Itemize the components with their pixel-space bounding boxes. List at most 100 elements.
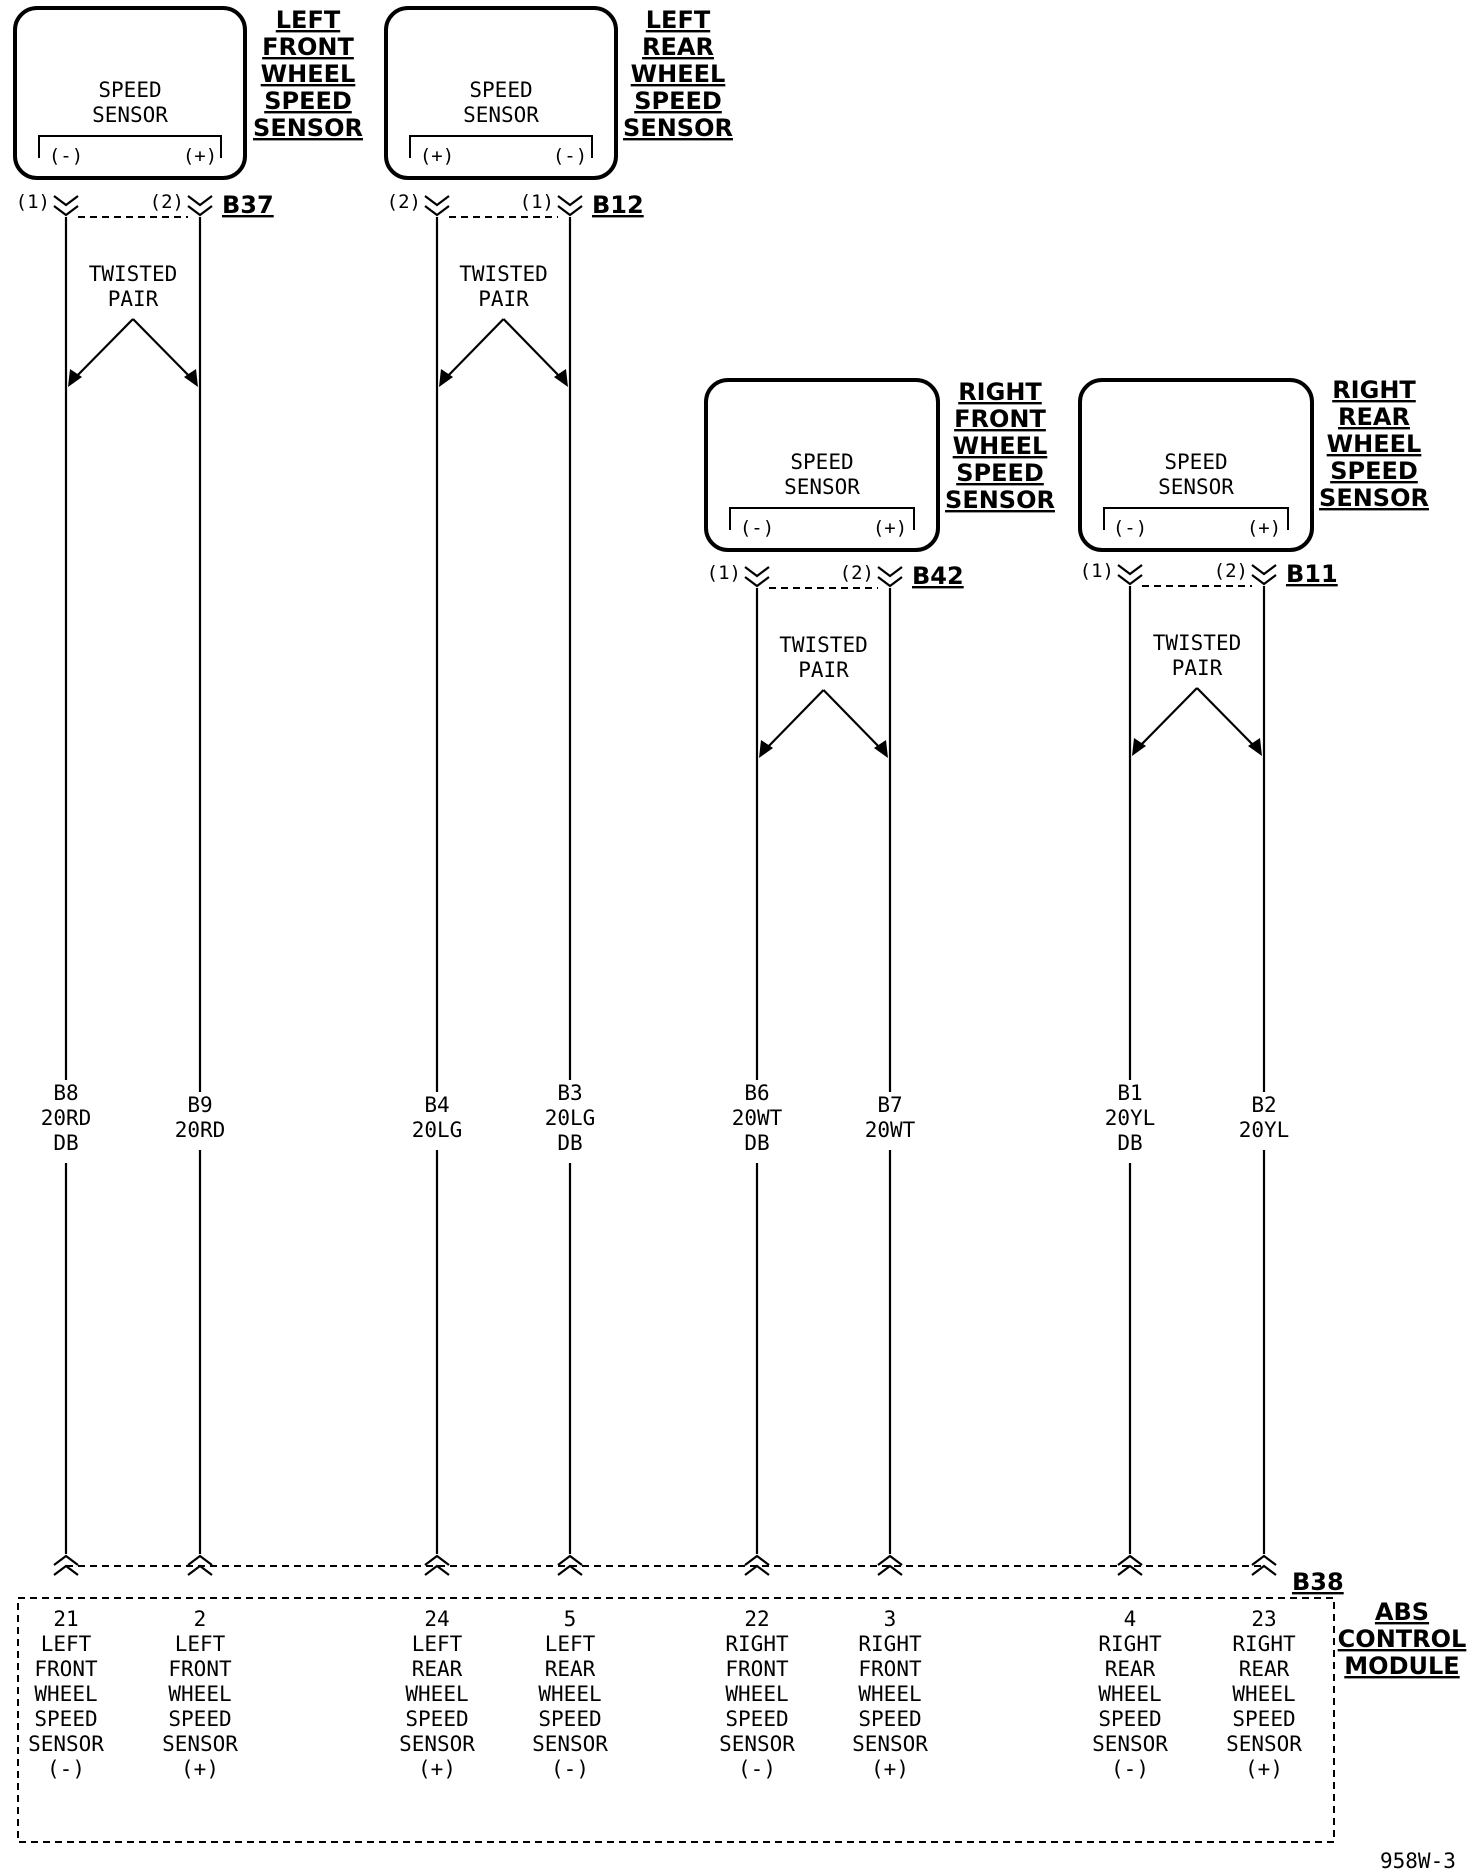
sensor-body-line: SENSOR	[92, 103, 168, 127]
sensor-title-line: RIGHT	[1332, 376, 1416, 404]
module-pin-label-line: WHEEL	[168, 1682, 231, 1706]
wire-label-line: 20RD	[175, 1118, 226, 1142]
connector-chevron	[424, 195, 450, 217]
module-pin-label-line: SPEED	[725, 1707, 788, 1731]
module-pin-number: 22	[744, 1607, 769, 1631]
sensor-title-line: WHEEL	[953, 432, 1048, 460]
wire-label-gap	[168, 1092, 232, 1150]
module-pin-label-line: SPEED	[34, 1707, 97, 1731]
module-pin-label-line: WHEEL	[34, 1682, 97, 1706]
module-pin-label-line: SENSOR	[399, 1732, 475, 1756]
module-pin-label-line: FRONT	[34, 1657, 98, 1681]
sensor-title-line: SPEED	[264, 87, 352, 115]
module-pin-label-line: WHEEL	[1232, 1682, 1295, 1706]
module-pin-label-line: (-)	[47, 1757, 85, 1781]
module-connector-id: B38	[1292, 1568, 1344, 1596]
terminal-right-label: (+)	[183, 145, 217, 167]
sensors-layer: SPEEDSENSOR(-)(+)(1)(2)B37LEFTFRONTWHEEL…	[13, 6, 1429, 590]
pin-label-right: (2)	[150, 191, 184, 213]
module-pin-chevron	[187, 1554, 213, 1576]
arrowhead	[1132, 738, 1146, 756]
sensor-title-line: FRONT	[954, 405, 1046, 433]
figure-id: 958W-3	[1380, 1849, 1456, 1873]
wire-label-line: 20RD	[41, 1106, 92, 1130]
module-pin-chevron	[877, 1554, 903, 1576]
connector-chevron	[187, 195, 213, 217]
twisted-pair-arrow	[1196, 687, 1259, 751]
twisted-pair-label: PAIR	[478, 287, 529, 311]
terminal-right-label: (+)	[1247, 517, 1281, 539]
wire-label-gap	[1098, 1080, 1162, 1163]
wires-layer: TWISTEDPAIRTWISTEDPAIRTWISTEDPAIRTWISTED…	[34, 217, 1296, 1554]
twisted-pair-arrow	[1135, 687, 1198, 751]
module-pin-label-line: FRONT	[725, 1657, 789, 1681]
connector-chevron	[557, 195, 583, 217]
module-pin-chevron	[1117, 1554, 1143, 1576]
connector-id: B37	[222, 191, 274, 219]
sensor-title-line: SENSOR	[253, 114, 363, 142]
module-pin-label-line: SPEED	[1232, 1707, 1295, 1731]
wire-label-line: B2	[1251, 1093, 1276, 1117]
pin-label-right: (2)	[1214, 560, 1248, 582]
module-pin-number: 5	[564, 1607, 577, 1631]
sensor-rf: SPEEDSENSOR(-)(+)(1)(2)B42RIGHTFRONTWHEE…	[704, 378, 1055, 590]
twisted-pair-label: PAIR	[798, 658, 849, 682]
sensor-lr: SPEEDSENSOR(+)(-)(2)(1)B12LEFTREARWHEELS…	[384, 6, 733, 219]
module-pin-label-line: (-)	[551, 1757, 589, 1781]
wire-label-gap	[405, 1092, 469, 1150]
wire-label-line: B3	[557, 1081, 582, 1105]
pin-label-right: (2)	[840, 562, 874, 584]
module-pin-label-line: WHEEL	[725, 1682, 788, 1706]
module-pin-number: 24	[424, 1607, 449, 1631]
terminal-right-label: (-)	[553, 145, 587, 167]
twisted-pair-arrow	[442, 318, 505, 382]
sensor-title-line: SENSOR	[945, 486, 1055, 514]
wire-label-line: B4	[424, 1093, 449, 1117]
connector-chevron	[877, 566, 903, 588]
module-pin-label-line: RIGHT	[1232, 1632, 1296, 1656]
module-title-line: MODULE	[1344, 1652, 1459, 1680]
module-pin-label-line: (+)	[1245, 1757, 1283, 1781]
terminal-left-label: (-)	[1113, 517, 1147, 539]
arrowhead	[874, 740, 888, 758]
module-pin-label-line: WHEEL	[405, 1682, 468, 1706]
connector-chevron	[53, 195, 79, 217]
wire-label-line: B6	[744, 1081, 769, 1105]
twisted-pair-label: PAIR	[1172, 656, 1223, 680]
module-pin-label-line: REAR	[1105, 1657, 1156, 1681]
sensor-title-line: SPEED	[956, 459, 1044, 487]
module-pin-label-line: (+)	[418, 1757, 456, 1781]
module-pin-label-line: LEFT	[412, 1632, 463, 1656]
module-pin-label-line: (-)	[738, 1757, 776, 1781]
sensor-title-line: FRONT	[262, 33, 354, 61]
sensor-body-line: SPEED	[790, 450, 853, 474]
module-pin-label-line: SPEED	[858, 1707, 921, 1731]
connector-chevron	[744, 566, 770, 588]
terminal-right-label: (+)	[873, 517, 907, 539]
module-pin-number: 2	[194, 1607, 207, 1631]
twisted-pair-label: TWISTED	[1153, 631, 1242, 655]
twisted-pair-label: TWISTED	[779, 633, 868, 657]
sensor-body-line: SPEED	[469, 78, 532, 102]
sensor-title-line: LEFT	[276, 6, 341, 34]
module-pin-label-line: (+)	[181, 1757, 219, 1781]
module-pin-label-line: SENSOR	[719, 1732, 795, 1756]
pin-label-left: (1)	[1080, 560, 1114, 582]
module-pin-label-line: FRONT	[858, 1657, 922, 1681]
sensor-title-line: REAR	[642, 33, 714, 61]
module-pin-label-line: LEFT	[41, 1632, 92, 1656]
twisted-pair-label: PAIR	[108, 287, 159, 311]
wire-label-gap	[538, 1080, 602, 1163]
